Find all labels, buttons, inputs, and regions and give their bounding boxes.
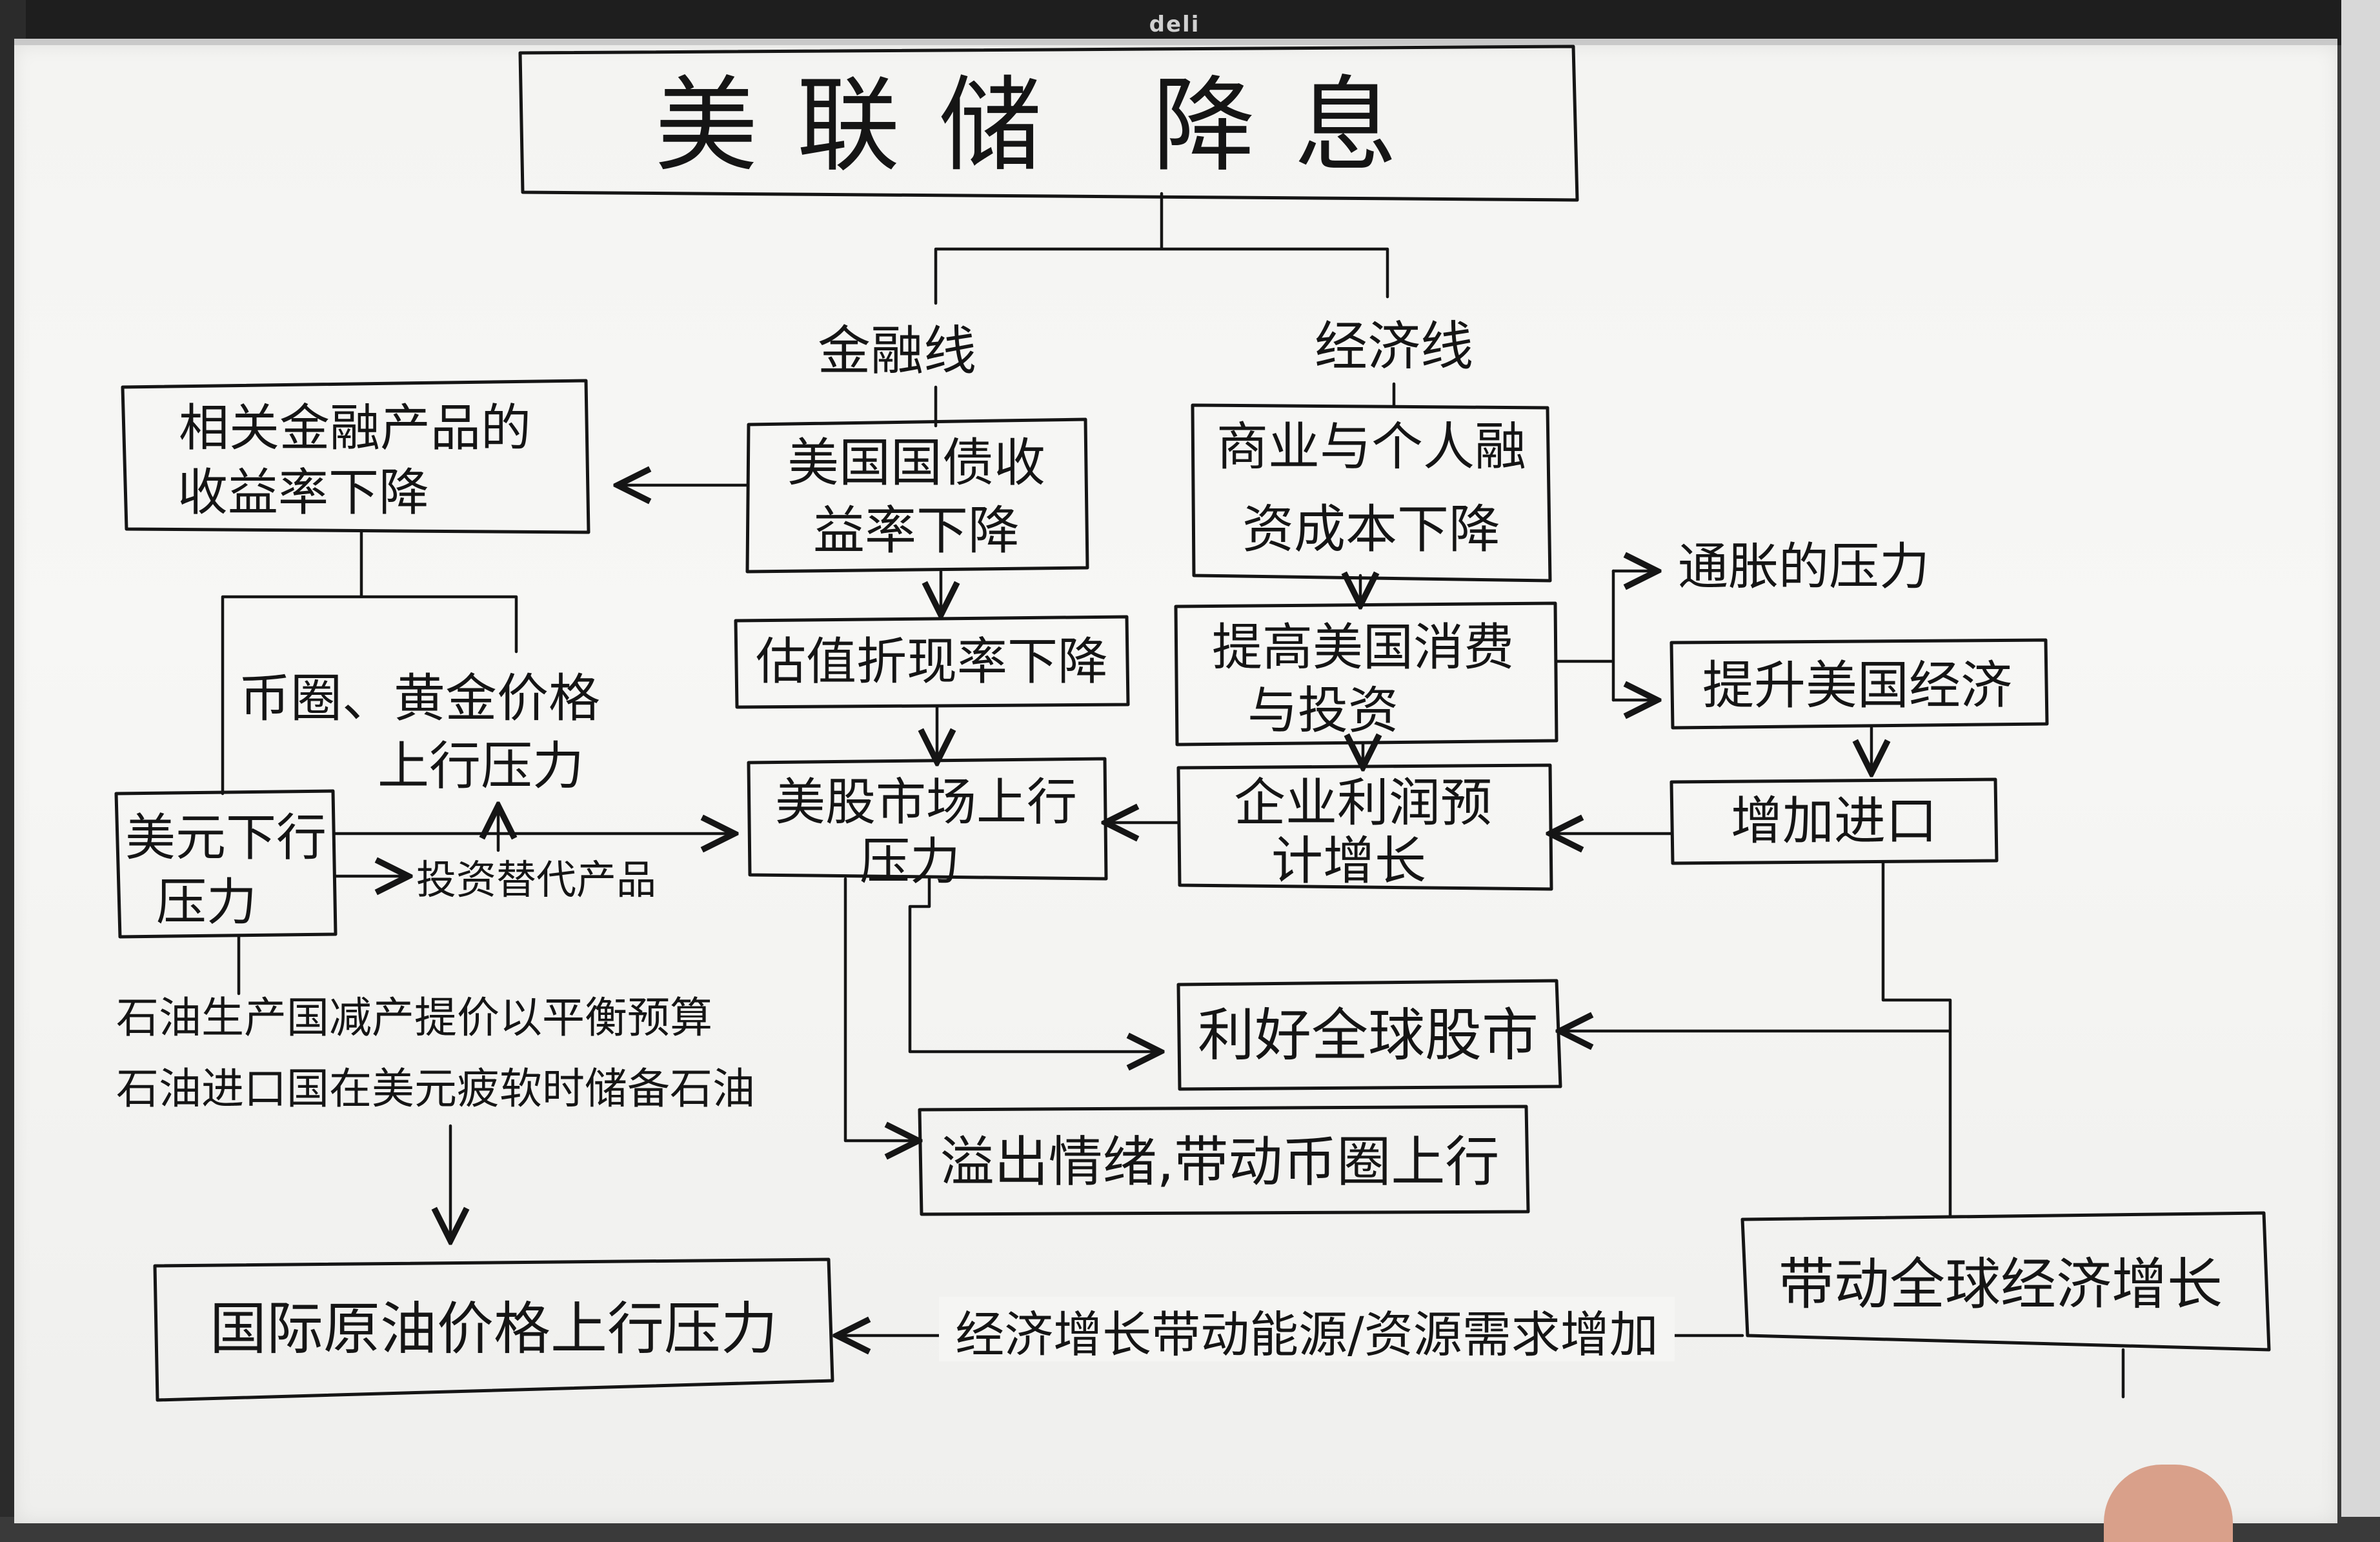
brand-logo: deli	[1149, 12, 1200, 37]
node-consumption-box	[1174, 601, 1558, 746]
node-profit-growth-box	[1176, 763, 1553, 891]
wall-right	[2341, 0, 2380, 1517]
node-stock-up-line2: 压力	[860, 833, 960, 891]
arrow-import-to-global	[1562, 861, 1952, 1218]
node-inflation-text: 通胀的压力	[1678, 538, 1930, 596]
node-profit-growth-line1: 企业利润预	[1234, 773, 1492, 833]
node-stock-up-box	[747, 757, 1108, 881]
node-dollar-down-line2: 压力	[156, 874, 257, 932]
title-box	[518, 45, 1579, 202]
node-financing-cost-line2: 资成本下降	[1242, 499, 1500, 559]
title-branch-line	[934, 192, 1389, 305]
node-discount-rate-text: 估值折现率下降	[756, 633, 1108, 691]
node-global-stocks-box	[1176, 979, 1562, 1091]
node-treasury-yield-line1: 美国国债收	[787, 433, 1045, 493]
node-financing-cost-line1: 商业与个人融	[1216, 417, 1526, 477]
node-gold-pressure-line1: 币圈、黄金价格	[239, 668, 600, 728]
node-global-stocks-text: 利好全球股市	[1198, 1002, 1538, 1068]
node-oil-note-2: 石油进口国在美元疲软时储备石油	[116, 1064, 755, 1114]
wall-top	[0, 0, 2380, 45]
node-boost-economy-box	[1669, 638, 2049, 730]
node-treasury-yield-box	[745, 417, 1089, 574]
node-treasury-yield-line2: 益率下降	[813, 501, 1020, 561]
node-discount-rate-box	[734, 615, 1130, 709]
arrow-stock-to-spillover	[843, 877, 916, 1141]
node-boost-economy-text: 提升美国经济	[1702, 656, 2012, 716]
title-text: 美联储 降息	[655, 65, 1437, 186]
node-global-growth-box	[1740, 1211, 2271, 1352]
node-dollar-down-line1: 美元下行	[125, 809, 327, 867]
node-energy-demand-text: 经济增长带动能源/资源需求增加	[955, 1306, 1659, 1363]
consumption-branch-line	[1555, 569, 1615, 702]
node-global-growth-text: 带动全球经济增长	[1779, 1252, 2223, 1317]
node-consumption-line1: 提高美国消费	[1212, 619, 1514, 677]
node-crude-oil-text: 国际原油价格上行压力	[210, 1296, 778, 1362]
branch-economy-label: 经济线	[1315, 316, 1473, 377]
node-financing-cost-box	[1191, 403, 1552, 583]
node-stock-up-line1: 美股市场上行	[775, 774, 1077, 832]
node-import-box	[1669, 777, 1999, 865]
node-substitute-text: 投资替代产品	[416, 856, 656, 903]
node-profit-growth-line2: 计增长	[1271, 831, 1426, 891]
node-crude-oil-box	[153, 1257, 834, 1402]
node-related-yield-line2: 收益率下降	[177, 464, 429, 522]
node-spillover-text: 溢出情绪,带动币圈上行	[940, 1130, 1500, 1194]
branch-finance-label: 金融线	[818, 321, 976, 382]
node-spillover-box	[918, 1105, 1530, 1216]
node-related-yield-line1: 相关金融产品的	[179, 399, 531, 457]
node-oil-note-1: 石油生产国减产提价以平衡预算	[116, 993, 712, 1043]
node-consumption-line2: 与投资	[1247, 682, 1398, 740]
energy-label-bg	[939, 1297, 1675, 1361]
node-related-yield-box	[121, 379, 590, 534]
related-to-gold-line	[221, 530, 518, 796]
node-gold-pressure-line2: 上行压力	[378, 736, 584, 796]
node-dollar-down-box	[114, 789, 338, 939]
node-import-text: 增加进口	[1731, 791, 1937, 851]
arrow-stock-to-global	[908, 877, 1158, 1052]
